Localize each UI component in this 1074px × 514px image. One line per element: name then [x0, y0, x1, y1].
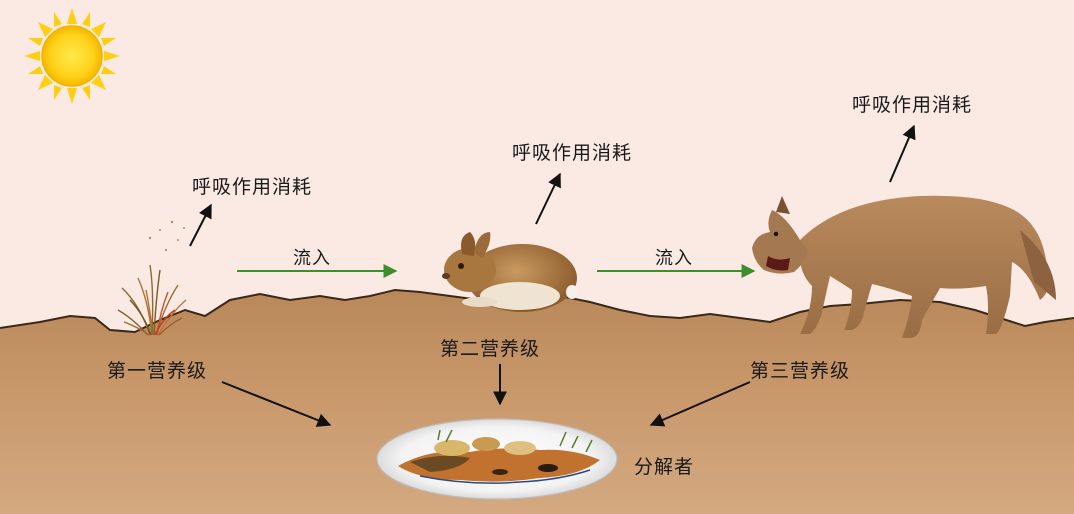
decomposer-icon	[376, 418, 618, 500]
sun-icon	[24, 8, 120, 104]
seed-particles	[148, 220, 185, 252]
respiration-label-rabbit: 呼吸作用消耗	[512, 142, 633, 164]
respiration-arrow-wolf	[889, 124, 916, 183]
arrow-secondary-decomposer	[649, 381, 751, 427]
respiration-label-grass: 呼吸作用消耗	[192, 176, 313, 198]
flow-label-1: 流入	[293, 248, 331, 269]
producer-label: 第一营养级	[107, 360, 208, 382]
soil-ground	[0, 290, 1074, 514]
arrow-producer-decomposer	[221, 381, 332, 427]
primary-consumer-label: 第二营养级	[440, 338, 541, 360]
rabbit-icon	[442, 232, 578, 312]
decomposer-label: 分解者	[634, 456, 695, 478]
wolf-icon	[752, 195, 1056, 338]
grass-icon	[117, 264, 187, 336]
respiration-arrow-grass	[189, 203, 212, 247]
respiration-label-wolf: 呼吸作用消耗	[852, 94, 973, 116]
flow-label-2: 流入	[655, 248, 693, 269]
secondary-consumer-label: 第三营养级	[750, 360, 851, 382]
respiration-arrow-rabbit	[535, 172, 561, 225]
